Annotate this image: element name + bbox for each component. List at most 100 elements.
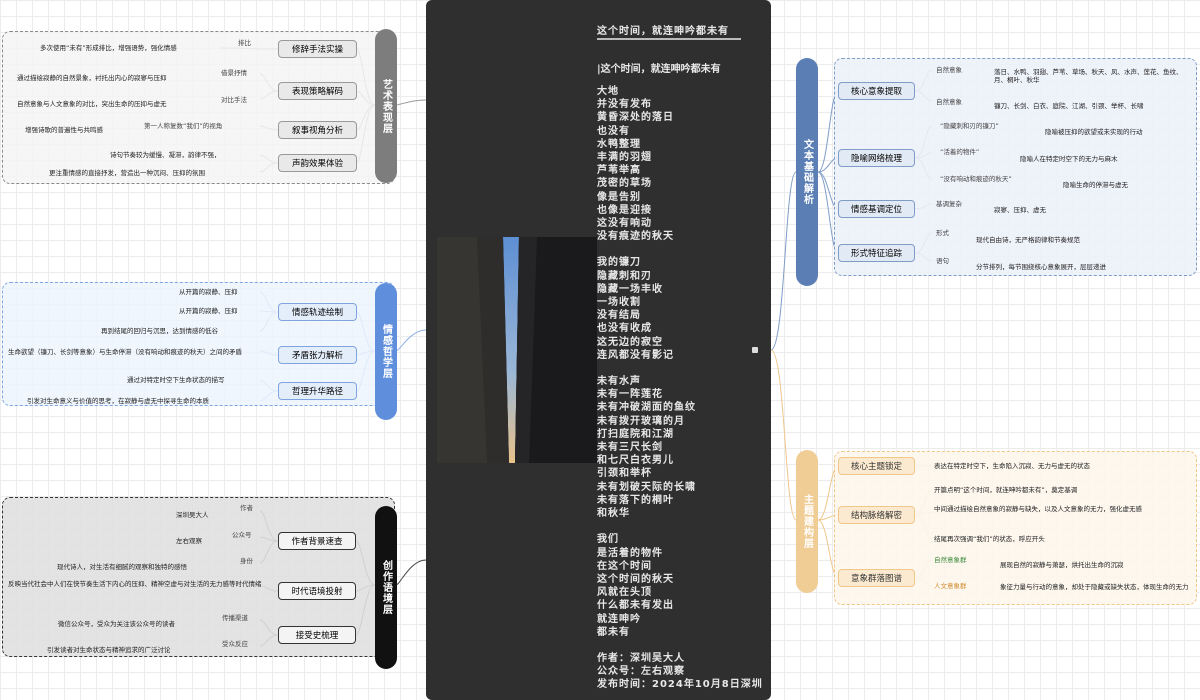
- leaf-trajectory-1: 从开篇的寂静、压抑: [179, 288, 238, 296]
- poem-line: 什么都未有发出: [597, 600, 674, 612]
- poem-line: 茂密的草场: [597, 178, 652, 190]
- leaf-structure-3: 结尾再次强调“我们”的状态，呼应开头: [934, 535, 1045, 543]
- poem-line: 水鸭整理: [597, 138, 641, 150]
- node-core-imagery[interactable]: 核心意象提取: [838, 82, 915, 100]
- poem-stanza: 大地并没有发布黄昏深处的落日也没有水鸭整理丰满的羽翅芦苇举高茂密的草场像是告别也…: [597, 85, 763, 243]
- node-author-bg[interactable]: 作者背景速查: [278, 532, 356, 550]
- poem-line: 像是告别: [597, 191, 641, 203]
- sub-human-group: 人文意象群: [934, 582, 967, 590]
- branch-emotion[interactable]: 情感哲学层: [375, 283, 397, 420]
- branch-creation[interactable]: 创作语境层: [375, 506, 397, 669]
- leaf-philosophy-2: 引发对生命意义与价值的思考，在寂静与虚无中探寻生命的本质: [27, 397, 209, 405]
- leaf-structure-1: 开篇点明“这个时间，就连呻吟都未有”，奠定基调: [934, 486, 1078, 494]
- leaf-human-group: 象征力量与行动的意象，却处于隐藏或缺失状态，体现生命的无力: [1000, 583, 1189, 591]
- poem-line: 黄昏深处的落日: [597, 112, 674, 124]
- node-structure[interactable]: 结构脉络解密: [838, 506, 915, 524]
- node-reception[interactable]: 接受史梳理: [278, 626, 356, 644]
- poem-line: 未有落下的桐叶: [597, 494, 674, 506]
- leaf-audience: 引发读者对生命状态与精神追求的广泛讨论: [47, 646, 171, 654]
- poem-line: 并没有发布: [597, 99, 652, 111]
- poem-line: 隐藏刺和刃: [597, 270, 652, 282]
- sub-sickle: “隐藏刺和刃的镰刀”: [940, 122, 999, 130]
- sub-form: 形式: [936, 229, 949, 237]
- branch-text[interactable]: 文本基础解析: [796, 58, 818, 286]
- sub-contrast: 对比手法: [221, 96, 247, 104]
- poem-line: 未有冲破湖面的鱼纹: [597, 402, 696, 414]
- sub-natural-imagery: 自然意象: [936, 66, 962, 74]
- node-era-context[interactable]: 时代语境投射: [278, 582, 356, 600]
- leaf-form: 现代自由诗，无严格韵律和节奏规范: [976, 236, 1080, 244]
- node-metaphor[interactable]: 隐喻网络梳理: [838, 149, 915, 167]
- leaf-identity: 现代诗人，对生活有细腻的观察和独特的感悟: [57, 563, 187, 571]
- leaf-era: 反映当代社会中人们在快节奏生活下内心的压抑、精神空虚与对生活的无力感等时代情绪: [8, 580, 262, 588]
- poem-line: 也没有: [597, 125, 630, 137]
- leaf-philosophy-1: 通过对特定时空下生命状态的描写: [127, 376, 225, 384]
- poem-line: 这无边的寂空: [597, 336, 663, 348]
- node-strategy[interactable]: 表现策略解码: [278, 82, 357, 100]
- leaf-tension: 生命欲望（镰刀、长剑等意象）与生命停滞（没有响动和痕迹的秋天）之间的矛盾: [8, 348, 242, 356]
- poem-line: 这没有响动: [597, 218, 652, 230]
- poem-line: 芦苇举高: [597, 165, 641, 177]
- node-sound[interactable]: 声韵效果体验: [278, 154, 357, 172]
- poem-subtitle: |这个时间，就连呻吟都未有: [597, 64, 721, 75]
- poem-stanza: 未有水声未有一阵莲花未有冲破湖面的鱼纹未有拨开玻璃的月打扫庭院和江湖未有三尺长剑…: [597, 375, 763, 520]
- poem-line: 都未有: [597, 626, 630, 638]
- poem-stanza: 我的镰刀隐藏刺和刃隐藏一场丰收一场收割没有结局也没有收成这无边的寂空连风都没有影…: [597, 256, 763, 362]
- poem-body: 大地并没有发布黄昏深处的落日也没有水鸭整理丰满的羽翅芦苇举高茂密的草场像是告别也…: [597, 85, 763, 692]
- alley-photo: [437, 237, 597, 463]
- poem-line: 打扫庭院和江湖: [597, 428, 674, 440]
- poem-line: 也像是迎接: [597, 204, 652, 216]
- poem-line: 和七尺白衣男儿: [597, 455, 674, 467]
- sub-author: 作者: [240, 504, 253, 512]
- branch-art[interactable]: 艺术表现层: [375, 29, 397, 183]
- leaf-silent-autumn: 隐喻生命的停滞与虚无: [1063, 181, 1128, 189]
- poem-line: 没有结局: [597, 310, 641, 322]
- poem-line: 未有划破天际的长啸: [597, 481, 696, 493]
- leaf-natural-group: 展现自然的寂静与萧瑟，烘托出生命的沉寂: [1000, 561, 1124, 569]
- leaf-tone: 寂寥、压抑、虚无: [994, 206, 1046, 214]
- node-form[interactable]: 形式特征追踪: [838, 244, 915, 262]
- poem-line: 隐藏一场丰收: [597, 283, 663, 295]
- poem-line: 大地: [597, 86, 619, 97]
- node-emotion-trajectory[interactable]: 情感轨迹绘制: [278, 303, 357, 321]
- sub-identity: 身份: [240, 557, 253, 565]
- sub-complex-tone: 基调复杂: [936, 200, 962, 208]
- leaf-channel: 微信公众号，受众为关注该公众号的读者: [58, 620, 175, 628]
- node-tone[interactable]: 情感基调定位: [838, 200, 915, 218]
- leaf-trajectory-3: 再到结尾的回归与沉思，达到情感的低谷: [101, 327, 218, 335]
- poem-author: 作者：深圳吴大人: [597, 652, 685, 664]
- sub-natural-group: 自然意象群: [934, 556, 967, 564]
- poem-line: 也没有收成: [597, 323, 652, 335]
- leaf-author: 深圳吴大人: [176, 511, 209, 519]
- poem-line: 我们: [597, 534, 619, 546]
- sub-sentence: 语句: [936, 257, 949, 265]
- poem-line: 在这个时间: [597, 560, 652, 572]
- node-tension[interactable]: 矛盾张力解析: [278, 346, 357, 364]
- sub-channel: 传播渠道: [222, 614, 248, 622]
- poem-line: 是活着的物件: [597, 547, 663, 559]
- node-core-theme[interactable]: 核心主题锁定: [838, 457, 915, 475]
- leaf-structure-2: 中间通过描绘自然意象的寂静与缺失，以及人文意象的无力，强化虚无感: [934, 505, 1142, 513]
- sub-audience: 受众反应: [222, 640, 248, 648]
- node-imagery-map[interactable]: 意象群落图谱: [838, 569, 915, 587]
- poem-date: 发布时间：2024年10月8日深圳: [597, 679, 763, 691]
- sub-scene-emotion: 借景抒情: [221, 69, 247, 77]
- poem-stanza: 我们是活着的物件在这个时间这个时间的秋天风就在头顶什么都未有发出就连呻吟都未有: [597, 533, 763, 639]
- poem-line: 风就在头顶: [597, 587, 652, 599]
- node-rhetoric[interactable]: 修辞手法实操: [278, 40, 357, 58]
- poem-title: 这个时间，就连呻吟都未有: [597, 26, 729, 37]
- poem-line: 连风都没有影记: [597, 349, 674, 361]
- node-perspective[interactable]: 叙事视角分析: [278, 121, 357, 139]
- leaf-rhythm: 诗句节奏较为缓慢、凝滞，韵律不强，: [110, 151, 221, 159]
- center-handle[interactable]: [752, 347, 758, 353]
- poem-line: 一场收割: [597, 297, 641, 309]
- sub-first-person: 第一人称复数“我们”的视角: [144, 122, 223, 130]
- leaf-core-theme: 表达在特定时空下，生命陷入沉寂、无力与虚无的状态: [934, 462, 1090, 470]
- leaf-human-imagery: 镰刀、长剑、白衣、庭院、江湖、引颈、举杯、长啸: [994, 102, 1144, 110]
- leaf-sickle: 隐喻被压抑的欲望或未实现的行动: [1045, 128, 1143, 136]
- branch-theme[interactable]: 主题建构层: [796, 450, 818, 593]
- poem-line: 没有痕迹的秋天: [597, 231, 674, 243]
- title-underline: [597, 38, 741, 40]
- node-philosophy[interactable]: 哲理升华路径: [278, 382, 357, 400]
- leaf-parallelism: 多次使用“未有”形成排比，增强语势，强化情感: [40, 44, 177, 52]
